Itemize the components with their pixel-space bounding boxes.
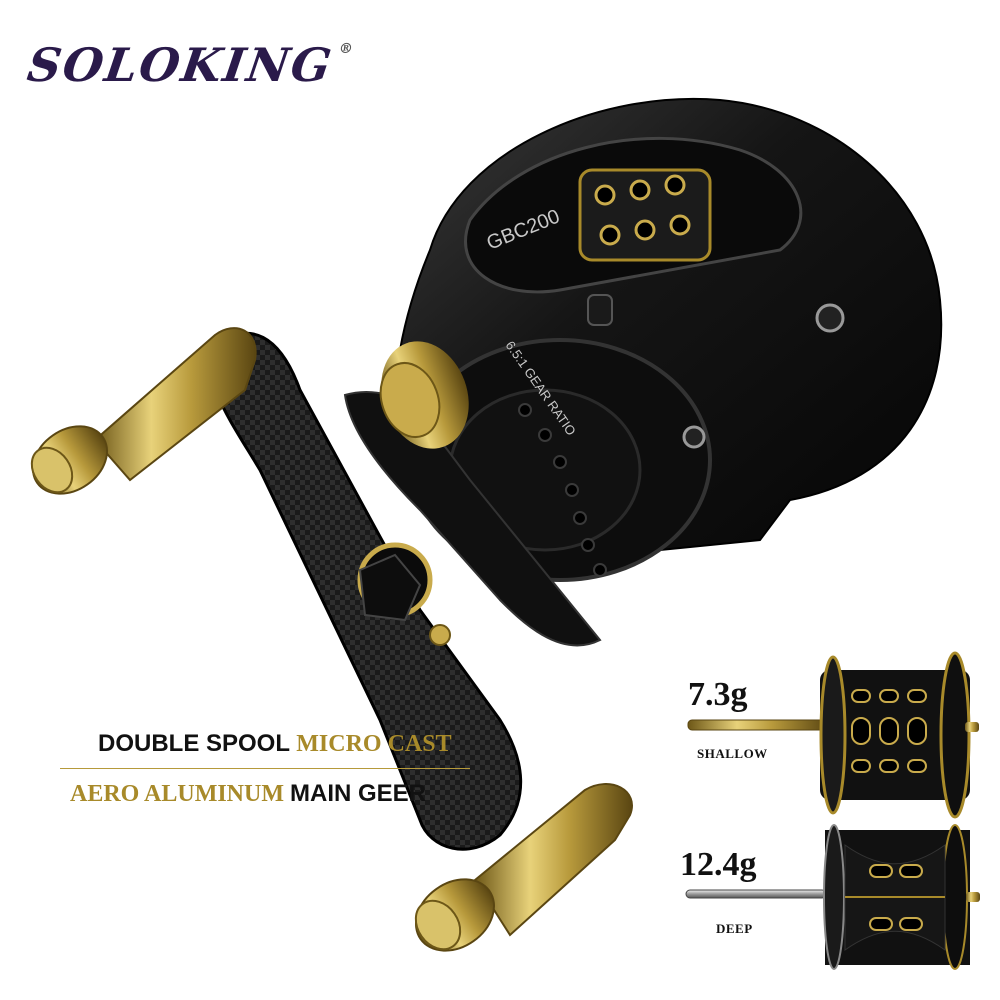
deep-spool-label: DEEP bbox=[716, 921, 753, 936]
shallow-spool-label: SHALLOW bbox=[697, 746, 768, 761]
shallow-spool-weight: 7.3g bbox=[688, 676, 748, 713]
tagline-part-highlight: MICRO CAST bbox=[296, 731, 452, 757]
handle-knob-top bbox=[30, 327, 257, 495]
tagline-aero-aluminum: AERO ALUMINUM MAIN GEER bbox=[70, 780, 426, 808]
deep-spool-weight: 12.4g bbox=[680, 846, 757, 883]
tagline-part: DOUBLE SPOOL bbox=[98, 730, 297, 757]
tagline-part: MAIN GEER bbox=[290, 780, 427, 807]
shallow-spool-image bbox=[687, 651, 979, 819]
handle-knob-bottom bbox=[414, 783, 633, 952]
reel-handle bbox=[209, 331, 523, 851]
tagline-part-highlight: AERO ALUMINUM bbox=[70, 781, 290, 807]
reel-body: GBC200 6.5:1 GEAR RATIO bbox=[343, 98, 943, 647]
divider-line bbox=[60, 768, 470, 769]
spool-window-ports bbox=[578, 168, 712, 262]
deep-spool-image bbox=[685, 824, 980, 970]
tagline-double-spool: DOUBLE SPOOL MICRO CAST bbox=[98, 730, 452, 758]
cast-control-cap bbox=[379, 341, 469, 449]
